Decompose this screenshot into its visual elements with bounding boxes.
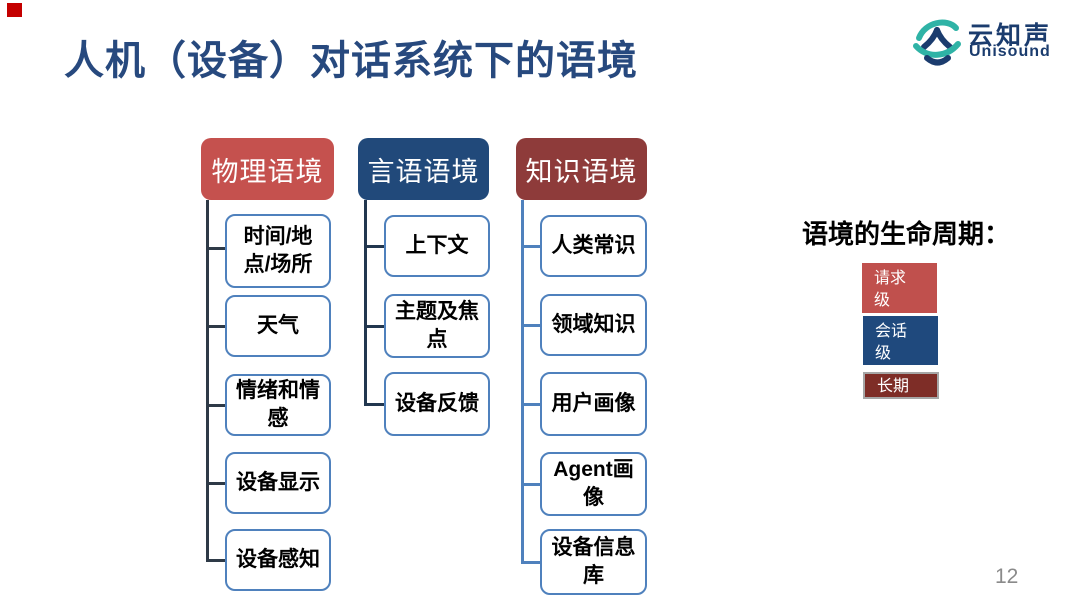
tree1-node: 天气 xyxy=(225,295,331,357)
tree3-connector xyxy=(521,200,524,563)
tree3-node: 领域知识 xyxy=(540,294,647,356)
unisound-logo: 云知声 Unisound xyxy=(905,10,1070,70)
tree1-connector xyxy=(206,247,225,250)
tree1-node: 时间/地点/场所 xyxy=(225,214,331,288)
tree2-node: 设备反馈 xyxy=(384,372,490,436)
tree3-connector xyxy=(521,245,540,248)
tree1-connector xyxy=(206,200,209,562)
legend-item-long-term: 长期 xyxy=(863,372,939,399)
tree2-node: 上下文 xyxy=(384,215,490,277)
logo-brand-subtitle: Unisound xyxy=(969,43,1051,60)
tree2-connector xyxy=(364,403,384,406)
tree3-node: 人类常识 xyxy=(540,215,647,277)
tree3-node: 设备信息库 xyxy=(540,529,647,595)
tree3-connector xyxy=(521,483,540,486)
tree2-connector xyxy=(364,325,384,328)
logo-brand-name: 云知声 xyxy=(968,22,1053,50)
tree3-node: 用户画像 xyxy=(540,372,647,436)
tree2-connector xyxy=(364,200,367,406)
corner-accent-square xyxy=(7,3,22,17)
unisound-logo-icon xyxy=(913,19,961,66)
tree2-node: 主题及焦点 xyxy=(384,294,490,358)
tree1-connector xyxy=(206,325,225,328)
tree1-connector xyxy=(206,482,225,485)
tree1-header: 物理语境 xyxy=(201,138,334,200)
tree3-connector xyxy=(521,324,540,327)
tree3-connector xyxy=(521,403,540,406)
legend-title: 语境的生命周期： xyxy=(802,219,1011,249)
legend-item-request-level: 请求 级 xyxy=(862,263,937,313)
tree3-header: 知识语境 xyxy=(516,138,647,200)
tree1-node: 设备显示 xyxy=(225,452,331,514)
tree1-connector xyxy=(206,559,225,562)
tree1-connector xyxy=(206,404,225,407)
page-title: 人机（设备）对话系统下的语境 xyxy=(64,39,638,83)
page-number: 12 xyxy=(995,565,1019,588)
tree1-node: 情绪和情感 xyxy=(225,374,331,436)
tree1-node: 设备感知 xyxy=(225,529,331,591)
tree3-connector xyxy=(521,561,540,564)
legend-item-session-level: 会话 级 xyxy=(863,316,938,365)
tree2-header: 言语语境 xyxy=(358,138,489,200)
tree3-node: Agent画像 xyxy=(540,452,647,516)
tree2-connector xyxy=(364,245,384,248)
